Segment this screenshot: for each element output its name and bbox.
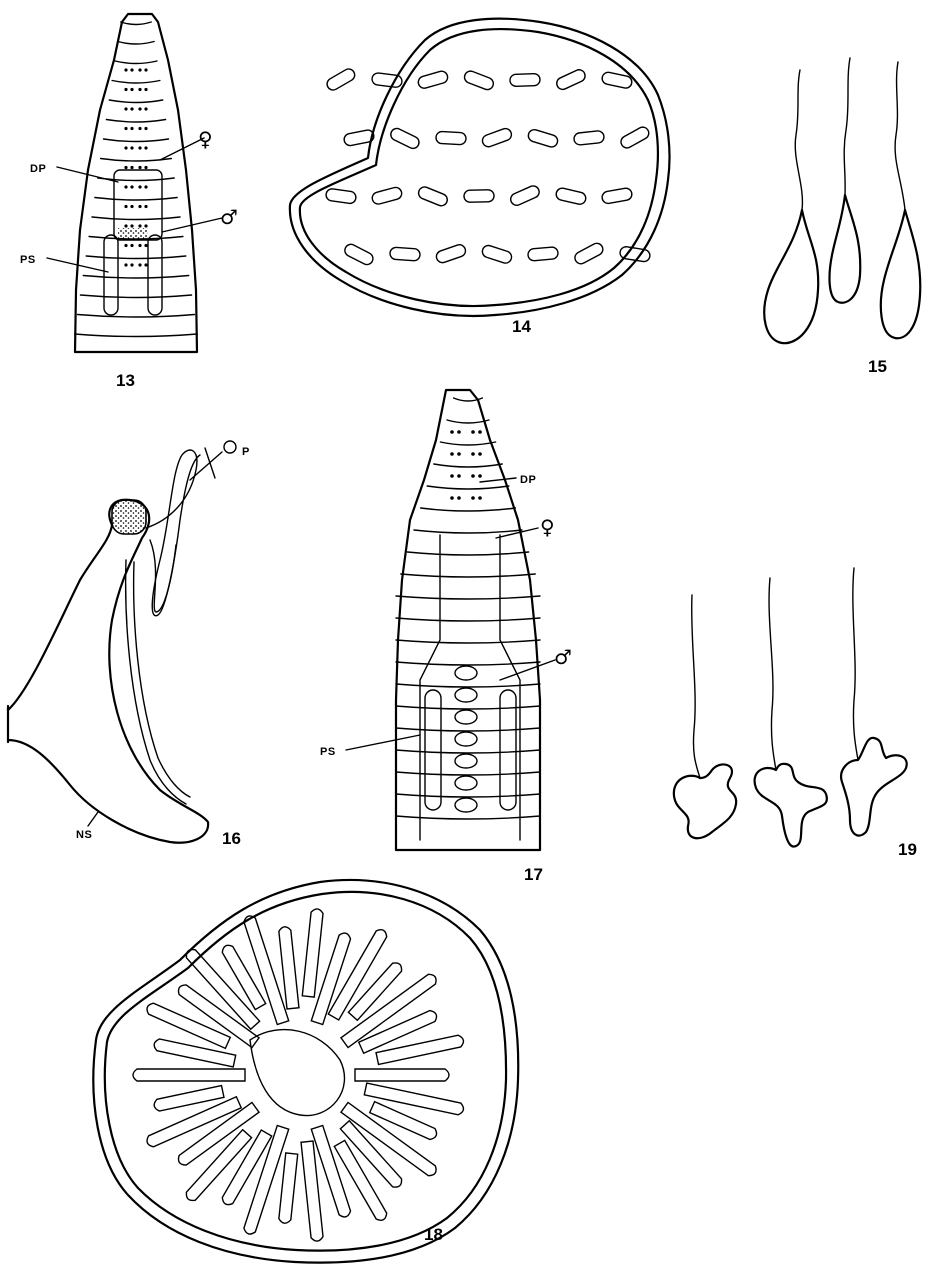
figure-17-female-symbol: ♀	[540, 515, 555, 539]
figure-16-p-label: P	[242, 446, 250, 458]
figure-16-ns-label: NS	[76, 829, 92, 841]
figure-13-number: 13	[116, 371, 135, 390]
figure-17-ps-label: PS	[320, 746, 336, 758]
figure-15-number: 15	[868, 357, 887, 376]
figure-13-drawing	[47, 14, 222, 352]
figure-19-drawing	[674, 568, 907, 847]
figure-13-male-symbol: ♂	[220, 205, 238, 229]
figure-16-number: 16	[222, 829, 241, 848]
figure-17-segment-rings	[396, 398, 540, 819]
figure-18-drawing	[93, 880, 518, 1263]
figure-17-dp-label: DP	[520, 474, 536, 486]
figure-16-drawing	[8, 441, 236, 843]
figure-17-drawing	[346, 390, 555, 850]
figure-17-male-symbol: ♂	[554, 645, 572, 669]
figure-18-number: 18	[424, 1225, 443, 1244]
figure-19-number: 19	[898, 840, 917, 859]
figure-13-segment-rings	[75, 22, 198, 337]
figure-14-drawing	[290, 19, 670, 316]
figure-13-dp-label: DP	[30, 163, 46, 175]
figure-13-ps-label: PS	[20, 254, 36, 266]
figure-17-number: 17	[524, 865, 543, 884]
figure-14-number: 14	[512, 317, 531, 336]
figure-13-female-symbol: ♀	[198, 127, 213, 151]
figure-15-drawing	[764, 58, 920, 343]
